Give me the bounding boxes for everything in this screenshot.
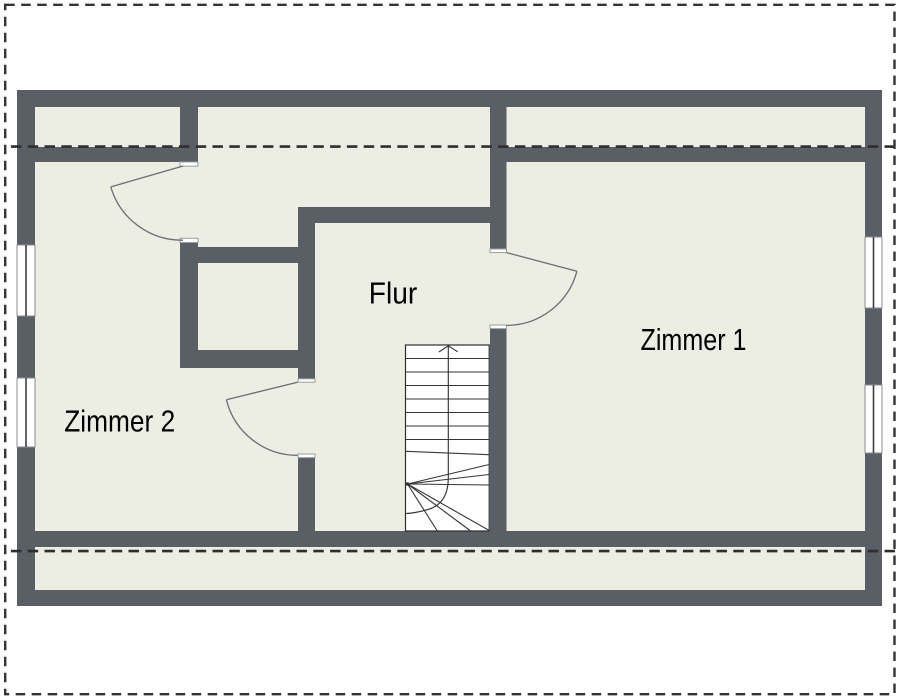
svg-text:Zimmer 1: Zimmer 1 — [641, 323, 747, 357]
svg-text:Flur: Flur — [369, 276, 418, 310]
svg-text:Zimmer 2: Zimmer 2 — [64, 405, 175, 439]
